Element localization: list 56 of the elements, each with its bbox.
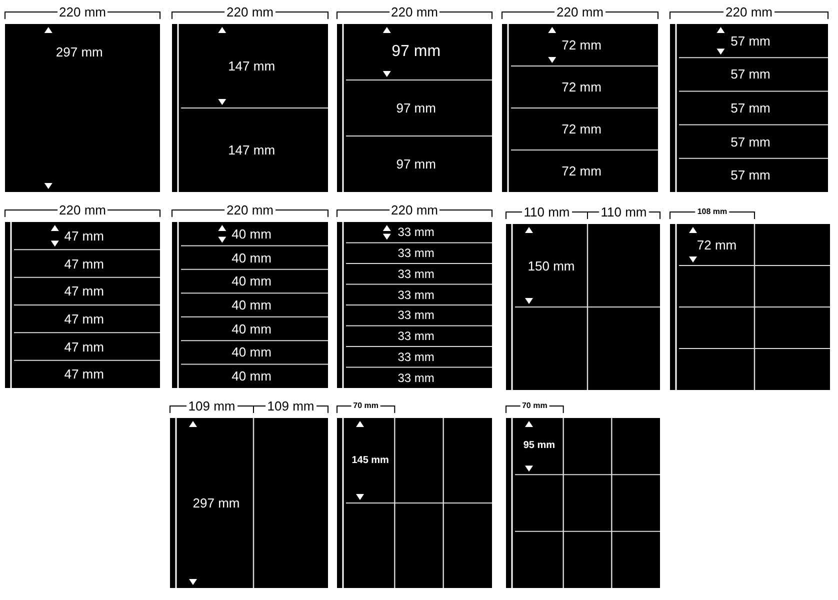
- dimension-label: 47 mm: [64, 257, 104, 270]
- dimension-label: 70 mm: [520, 402, 550, 410]
- dimension-label: 147 mm: [228, 60, 276, 72]
- dimension-label: 33 mm: [398, 330, 434, 342]
- dimension-label: 47 mm: [64, 229, 104, 242]
- dimension-label: 97 mm: [396, 102, 436, 114]
- dimension-label: 145 mm: [352, 456, 389, 466]
- dimension-label: 33 mm: [398, 268, 434, 280]
- dimension-label: 95 mm: [523, 441, 555, 452]
- dimension-label: 72 mm: [562, 38, 602, 52]
- dimension-label: 220 mm: [554, 6, 606, 18]
- dimension-label: 47 mm: [64, 284, 104, 298]
- dimension-label: 108 mm: [695, 208, 730, 216]
- dimension-label: 40 mm: [232, 227, 272, 240]
- dimension-label: 57 mm: [730, 168, 770, 182]
- dimension-label: 57 mm: [730, 68, 770, 81]
- dimension-label: 220 mm: [724, 6, 774, 18]
- dimension-label: 33 mm: [398, 372, 434, 384]
- dimension-label: 147 mm: [228, 144, 276, 156]
- dimension-label: 33 mm: [398, 288, 434, 301]
- dimension-label: 33 mm: [398, 309, 434, 322]
- dimension-label: 72 mm: [562, 122, 602, 136]
- dimension-label: 40 mm: [232, 370, 272, 383]
- dimension-label: 72 mm: [562, 164, 602, 178]
- dimension-label: 40 mm: [232, 298, 272, 312]
- dimension-label: 220 mm: [57, 204, 108, 216]
- dimension-label: 110 mm: [598, 206, 649, 218]
- dimension-label: 110 mm: [522, 206, 572, 218]
- dimension-label: 33 mm: [398, 226, 434, 238]
- dimension-label: 33 mm: [398, 350, 434, 363]
- dimension-label: 150 mm: [528, 259, 575, 272]
- dimension-label: 220 mm: [224, 204, 276, 216]
- dimension-label: 97 mm: [396, 158, 436, 170]
- dimension-label: 70 mm: [351, 402, 380, 410]
- dimension-label: 40 mm: [232, 274, 272, 288]
- dimension-label: 40 mm: [232, 251, 272, 264]
- dimension-label: 40 mm: [232, 346, 272, 359]
- dimension-label: 40 mm: [232, 322, 272, 336]
- dimension-label: 220 mm: [224, 6, 276, 18]
- dimension-label: 57 mm: [730, 102, 770, 114]
- dimension-label: 297 mm: [192, 496, 240, 510]
- dimension-label: 220 mm: [389, 6, 440, 18]
- dimension-label: 47 mm: [64, 368, 104, 381]
- dimension-label: 220 mm: [389, 204, 440, 216]
- dimension-label: 47 mm: [64, 312, 104, 326]
- dimension-label: 109 mm: [265, 400, 316, 412]
- dimension-label: 57 mm: [730, 135, 770, 148]
- dimension-label: 33 mm: [398, 247, 434, 260]
- dimension-label: 72 mm: [696, 238, 737, 252]
- dimension-label: 57 mm: [730, 34, 770, 48]
- dimension-label: 47 mm: [64, 340, 104, 353]
- dimension-label: 297 mm: [56, 46, 103, 58]
- dimension-label: 220 mm: [57, 6, 108, 18]
- dimension-label: 97 mm: [392, 44, 441, 60]
- dimension-label: 109 mm: [186, 400, 238, 412]
- dimension-label: 72 mm: [562, 80, 602, 94]
